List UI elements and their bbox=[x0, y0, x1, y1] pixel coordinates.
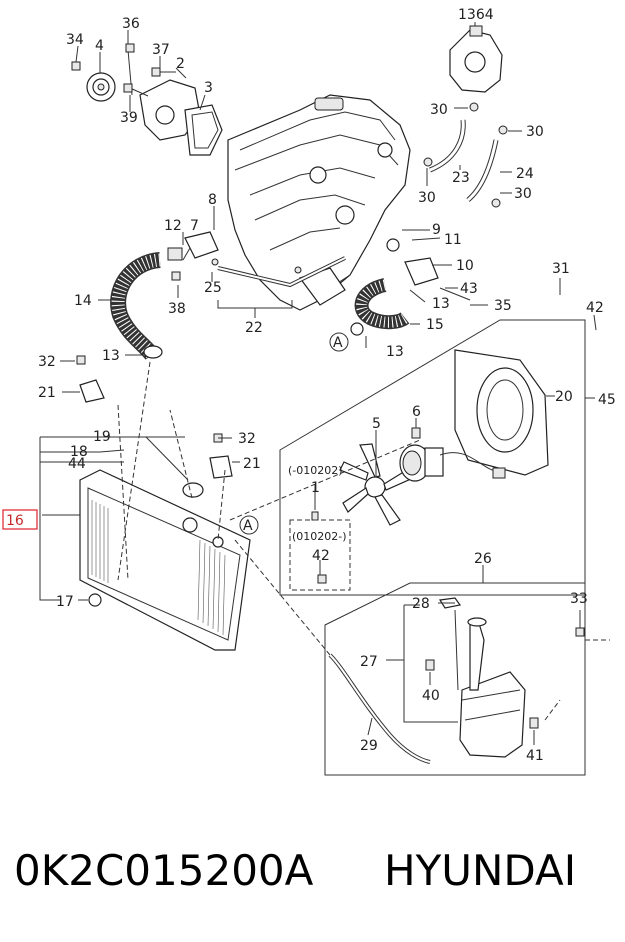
lower-hose bbox=[350, 238, 471, 336]
callout-31: 31 bbox=[552, 261, 570, 277]
thermostat-housing bbox=[423, 25, 508, 208]
brand-name: HYUNDAI bbox=[384, 846, 577, 895]
callout-21-b: 21 bbox=[243, 456, 261, 472]
callout-35: 35 bbox=[494, 298, 512, 314]
radiator-core-fins bbox=[91, 500, 226, 636]
reservoir-group bbox=[324, 582, 586, 776]
ref-a-marker-radiator: A bbox=[243, 518, 253, 534]
callout-45: 45 bbox=[598, 392, 616, 408]
leader-lines bbox=[39, 22, 597, 745]
callout-38: 38 bbox=[168, 301, 186, 317]
part-number: 0K2C015200A bbox=[14, 846, 314, 895]
callout-27: 27 bbox=[360, 654, 378, 670]
callout-30-c: 30 bbox=[418, 190, 436, 206]
callout-17: 17 bbox=[56, 594, 74, 610]
callout-labels: 1364 36 34 4 37 2 3 39 30 30 30 30 23 24… bbox=[2, 7, 616, 764]
reservoir-frame bbox=[324, 582, 586, 776]
callout-13-b: 13 bbox=[432, 296, 450, 312]
exploded-view-svg: 1364 36 34 4 37 2 3 39 30 30 30 30 23 24… bbox=[2, 7, 616, 776]
callout-33: 33 bbox=[570, 591, 588, 607]
callout-1364: 1364 bbox=[458, 7, 494, 23]
callout-24: 24 bbox=[516, 166, 534, 182]
callout-4: 4 bbox=[95, 38, 104, 54]
highlight-box bbox=[2, 509, 38, 530]
callout-16: 16 bbox=[6, 513, 24, 529]
callout-43: 43 bbox=[460, 281, 478, 297]
callout-13-c: 13 bbox=[386, 344, 404, 360]
variant-box bbox=[289, 519, 351, 591]
callout-42-a: 42 bbox=[586, 300, 604, 316]
callout-39: 39 bbox=[120, 110, 138, 126]
callout-30-a: 30 bbox=[430, 102, 448, 118]
fan-shroud-group bbox=[279, 319, 586, 596]
engine-block bbox=[227, 94, 411, 311]
fan-group-frame bbox=[279, 319, 586, 596]
parts-diagram: 1364 36 34 4 37 2 3 39 30 30 30 30 23 24… bbox=[2, 7, 616, 776]
callout-26: 26 bbox=[474, 551, 492, 567]
upper-hose bbox=[110, 231, 219, 361]
radiator bbox=[76, 355, 251, 651]
callout-21-a: 21 bbox=[38, 385, 56, 401]
callout-44: 44 bbox=[68, 456, 86, 472]
callout-5: 5 bbox=[372, 416, 381, 432]
callout-40: 40 bbox=[422, 688, 440, 704]
callout-2: 2 bbox=[176, 56, 185, 72]
callout-30-d: 30 bbox=[514, 186, 532, 202]
callout-32-b: 32 bbox=[238, 431, 256, 447]
callout-8: 8 bbox=[208, 192, 217, 208]
callout-28: 28 bbox=[412, 596, 430, 612]
variant-note-after: (010202-) bbox=[292, 530, 347, 543]
callout-14: 14 bbox=[74, 293, 92, 309]
callout-25: 25 bbox=[204, 280, 222, 296]
callout-6: 6 bbox=[412, 404, 421, 420]
callout-13-a: 13 bbox=[102, 348, 120, 364]
callout-30-b: 30 bbox=[526, 124, 544, 140]
callout-9: 9 bbox=[432, 222, 441, 238]
callout-23: 23 bbox=[452, 170, 470, 186]
callout-32-a: 32 bbox=[38, 354, 56, 370]
reference-markers: A A bbox=[239, 332, 349, 535]
callout-11: 11 bbox=[444, 232, 462, 248]
callout-1: 1 bbox=[311, 480, 320, 496]
callout-22: 22 bbox=[245, 320, 263, 336]
callout-19: 19 bbox=[93, 429, 111, 445]
callout-29: 29 bbox=[360, 738, 378, 754]
callout-15: 15 bbox=[426, 317, 444, 333]
callout-18: 18 bbox=[70, 444, 88, 460]
callout-3: 3 bbox=[204, 80, 213, 96]
callout-20: 20 bbox=[555, 389, 573, 405]
water-pump-group bbox=[71, 43, 223, 156]
fan-blades bbox=[339, 443, 414, 526]
variant-note-before: (-010202) bbox=[288, 464, 343, 477]
callout-42-b: 42 bbox=[312, 548, 330, 564]
ref-a-marker-engine: A bbox=[333, 335, 343, 351]
callout-36: 36 bbox=[122, 16, 140, 32]
callout-41: 41 bbox=[526, 748, 544, 764]
callout-10: 10 bbox=[456, 258, 474, 274]
callout-7: 7 bbox=[190, 218, 199, 234]
callout-37: 37 bbox=[152, 42, 170, 58]
callout-12: 12 bbox=[164, 218, 182, 234]
dashed-leaders bbox=[117, 361, 610, 721]
callout-34: 34 bbox=[66, 32, 84, 48]
bypass-pipe bbox=[211, 256, 346, 288]
